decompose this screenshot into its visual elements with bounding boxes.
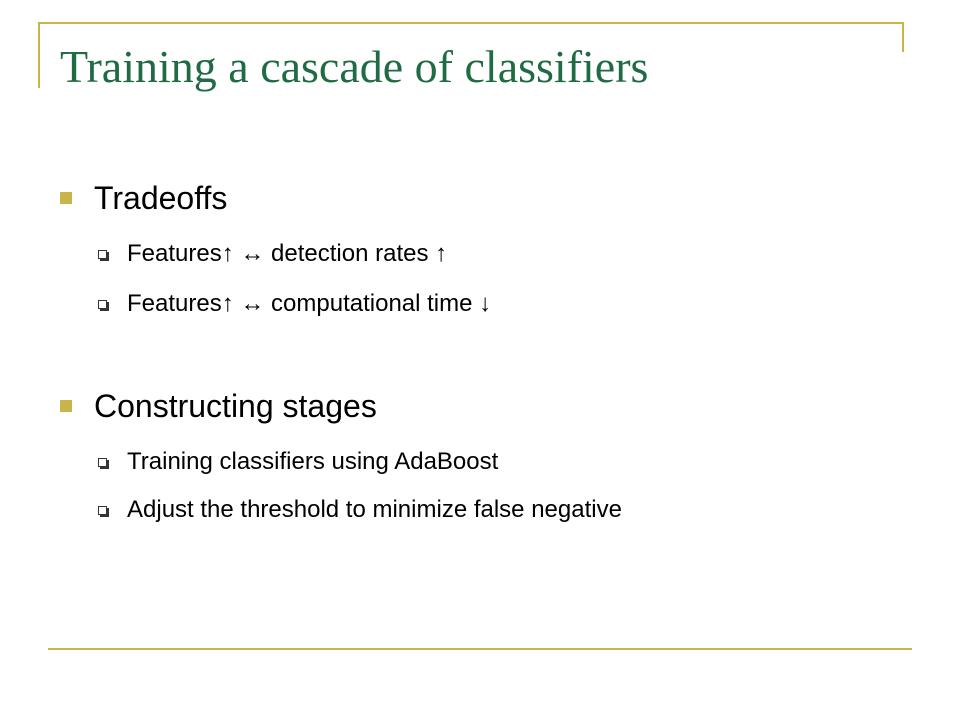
hollow-square-bullet-icon <box>98 457 107 467</box>
frame-left-line <box>38 22 40 88</box>
sub-bullet-item: Adjust the threshold to minimize false n… <box>98 494 622 526</box>
sub-bullet-item: Features↑ ↔ computational time ↓ <box>98 288 491 320</box>
bullet-text: Tradeoffs <box>94 179 228 216</box>
sub-bullet-text: Features↑ ↔ detection rates ↑ <box>127 240 448 267</box>
slide-title: Training a cascade of classifiers <box>60 41 649 92</box>
bullet-item-tradeoffs: Tradeoffs <box>60 178 227 218</box>
frame-bottom-line <box>48 648 912 650</box>
hollow-square-bullet-icon <box>98 299 107 309</box>
bullet-text: Constructing stages <box>94 387 377 424</box>
frame-right-line <box>902 22 904 52</box>
sub-bullet-text: Adjust the threshold to minimize false n… <box>127 496 622 523</box>
sub-bullet-text: Features↑ ↔ computational time ↓ <box>127 290 492 317</box>
sub-bullet-text: Training classifiers using AdaBoost <box>127 448 499 475</box>
hollow-square-bullet-icon <box>98 249 107 259</box>
sub-bullet-item: Features↑ ↔ detection rates ↑ <box>98 238 447 270</box>
sub-bullet-item: Training classifiers using AdaBoost <box>98 446 498 478</box>
frame-top-line <box>40 22 904 24</box>
square-bullet-icon <box>60 400 72 412</box>
square-bullet-icon <box>60 192 72 204</box>
bullet-item-constructing-stages: Constructing stages <box>60 386 377 426</box>
hollow-square-bullet-icon <box>98 505 107 515</box>
